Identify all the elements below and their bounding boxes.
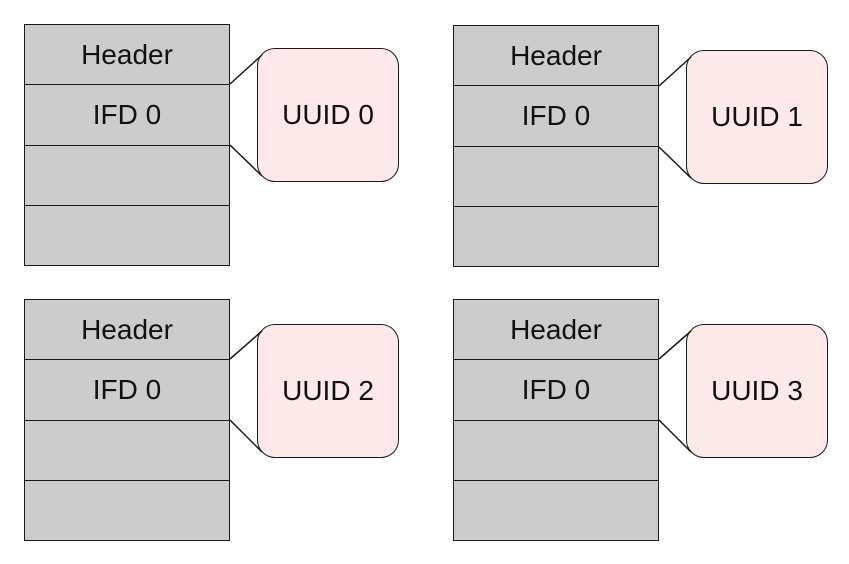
header-cell: Header [510, 313, 602, 345]
empty-cell [454, 206, 658, 266]
file-block-2: Header IFD 0 [24, 299, 230, 541]
ifd-cell: IFD 0 [25, 84, 229, 145]
empty-cell [25, 420, 229, 480]
header-cell: Header [81, 38, 173, 70]
ifd-cell: IFD 0 [25, 359, 229, 420]
header-cell: Header [510, 39, 602, 71]
file-block-1: Header IFD 0 [453, 25, 659, 267]
file-block-3: Header IFD 0 [453, 299, 659, 541]
uuid-box-0: UUID 0 [257, 48, 399, 182]
header-cell: Header [81, 313, 173, 345]
empty-cell [25, 205, 229, 265]
uuid-box-2: UUID 2 [257, 324, 399, 458]
uuid-box-1: UUID 1 [686, 50, 828, 184]
empty-cell [454, 420, 658, 480]
ifd-cell: IFD 0 [454, 85, 658, 146]
empty-cell [454, 480, 658, 540]
file-block-0: Header IFD 0 [24, 24, 230, 266]
empty-cell [25, 480, 229, 540]
empty-cell [454, 146, 658, 206]
uuid-box-3: UUID 3 [686, 324, 828, 458]
empty-cell [25, 145, 229, 205]
ifd-cell: IFD 0 [454, 359, 658, 420]
